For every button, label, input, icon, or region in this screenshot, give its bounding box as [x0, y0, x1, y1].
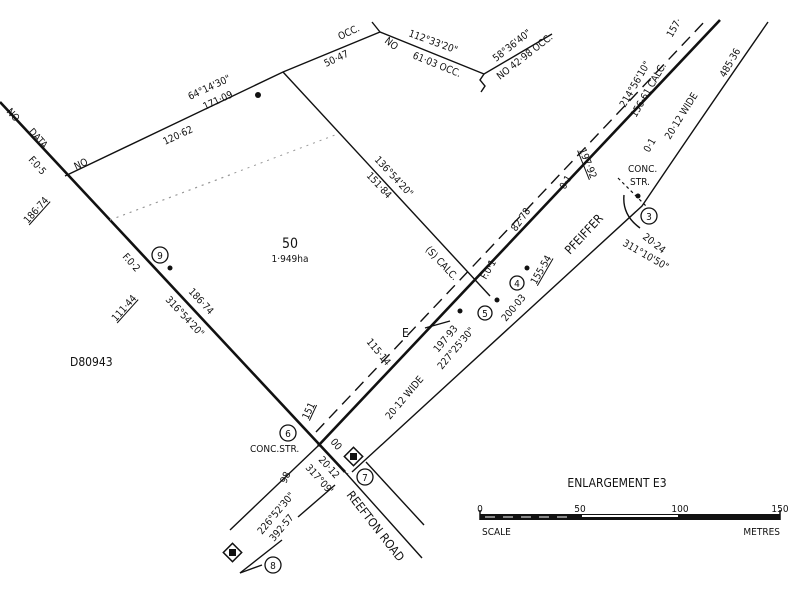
road-width-label: 20·12 WIDE [384, 374, 427, 422]
road-width-label: 20·12 WIDE [663, 91, 700, 142]
svg-text:F.0·1: F.0·1 [479, 258, 499, 281]
break-mark [479, 73, 486, 93]
peg-dot [167, 265, 173, 271]
svg-text:E: E [402, 326, 409, 340]
stations: 3 4 5 6 7 8 9 [151, 92, 658, 574]
svg-text:F.0·5: F.0·5 [26, 155, 48, 178]
station-4: 4 [509, 275, 525, 291]
svg-text:98: 98 [279, 470, 294, 485]
svg-text:NO: NO [73, 157, 90, 173]
sw-line-a [229, 445, 319, 531]
scale-tick: 50 [574, 504, 586, 515]
svg-text:(S) CALC.: (S) CALC. [423, 245, 460, 283]
north-boundary-line [64, 31, 553, 177]
e-arrow [424, 320, 451, 329]
peg-dot [524, 265, 530, 271]
svg-text:00: 00 [328, 437, 344, 453]
svg-text:4: 4 [514, 279, 520, 290]
svg-text:157·: 157· [665, 17, 685, 40]
svg-text:6: 6 [285, 429, 291, 440]
peg-dot [255, 92, 261, 98]
station-9: 9 [151, 246, 169, 264]
station-3: 3 [640, 207, 658, 225]
svg-text:F.0·2: F.0·2 [120, 252, 142, 275]
offset-line [617, 177, 647, 207]
road-south-line [351, 21, 769, 473]
north-spur-line [371, 21, 381, 33]
svg-text:5: 5 [482, 309, 488, 320]
faint-line [109, 174, 231, 221]
lot-area: 1·949ha [272, 254, 309, 265]
svg-text:7: 7 [362, 473, 368, 484]
svg-text:OCC.: OCC. [337, 23, 362, 42]
pfeiffer-road [315, 19, 769, 473]
station-5: 5 [477, 305, 493, 321]
sw-line-b [297, 484, 336, 518]
road-name-pfeiffer: PFEIFFER [562, 211, 606, 257]
reefton-line-a [344, 471, 423, 559]
boundary-lines [0, 21, 553, 473]
svg-text:115·14: 115·14 [364, 337, 393, 368]
reefton-road [229, 445, 425, 574]
scale-tick: 150 [771, 504, 788, 515]
adjoining-plan: D80943 [70, 355, 113, 369]
peg-dot [494, 297, 500, 303]
scale-tick: 0 [477, 504, 483, 515]
svg-text:STR.: STR. [630, 177, 650, 188]
svg-text:DATA: DATA [26, 127, 50, 152]
station-6: 6 [279, 424, 297, 442]
survey-mark-square-icon [343, 446, 364, 467]
svg-text:9: 9 [157, 251, 163, 262]
road-north-line [317, 19, 721, 447]
svg-text:186·74: 186·74 [186, 287, 216, 318]
peg-dot [635, 193, 641, 199]
svg-text:CONC.: CONC. [628, 164, 657, 175]
reefton-line-b [365, 461, 425, 526]
svg-text:0·1: 0·1 [642, 137, 659, 155]
lot-number: 50 [282, 236, 298, 252]
svg-text:200·03: 200·03 [500, 293, 529, 324]
station-8: 8 [264, 556, 282, 574]
angle-arc [623, 194, 641, 229]
scale-unit: METRES [743, 527, 780, 538]
svg-text:8: 8 [270, 561, 276, 572]
junction-offset [321, 447, 349, 475]
west-boundary-line [0, 101, 346, 473]
scale-tick: 100 [671, 504, 688, 515]
east-boundary-line [282, 71, 491, 297]
peg-dot [457, 308, 463, 314]
survey-mark-square-icon [222, 542, 243, 563]
svg-text:151: 151 [301, 401, 318, 421]
svg-text:111·44: 111·44 [110, 293, 139, 324]
station-8-leader [239, 564, 263, 574]
road-name-reefton: REEFTON ROAD [344, 488, 407, 564]
station-7: 7 [356, 468, 374, 486]
svg-text:186·74: 186·74 [22, 195, 51, 226]
scale-label: SCALE [482, 527, 511, 538]
scale-bar: ENLARGEMENT E3 0 50 100 150 SCALE METRES [477, 476, 789, 538]
svg-text:CONC.STR.: CONC.STR. [250, 444, 299, 455]
enlargement-title: ENLARGEMENT E3 [567, 476, 666, 490]
sw-line-c [239, 539, 283, 574]
svg-text:155·54: 155·54 [529, 254, 554, 287]
svg-text:50·47: 50·47 [323, 49, 351, 70]
svg-text:3: 3 [646, 212, 652, 223]
